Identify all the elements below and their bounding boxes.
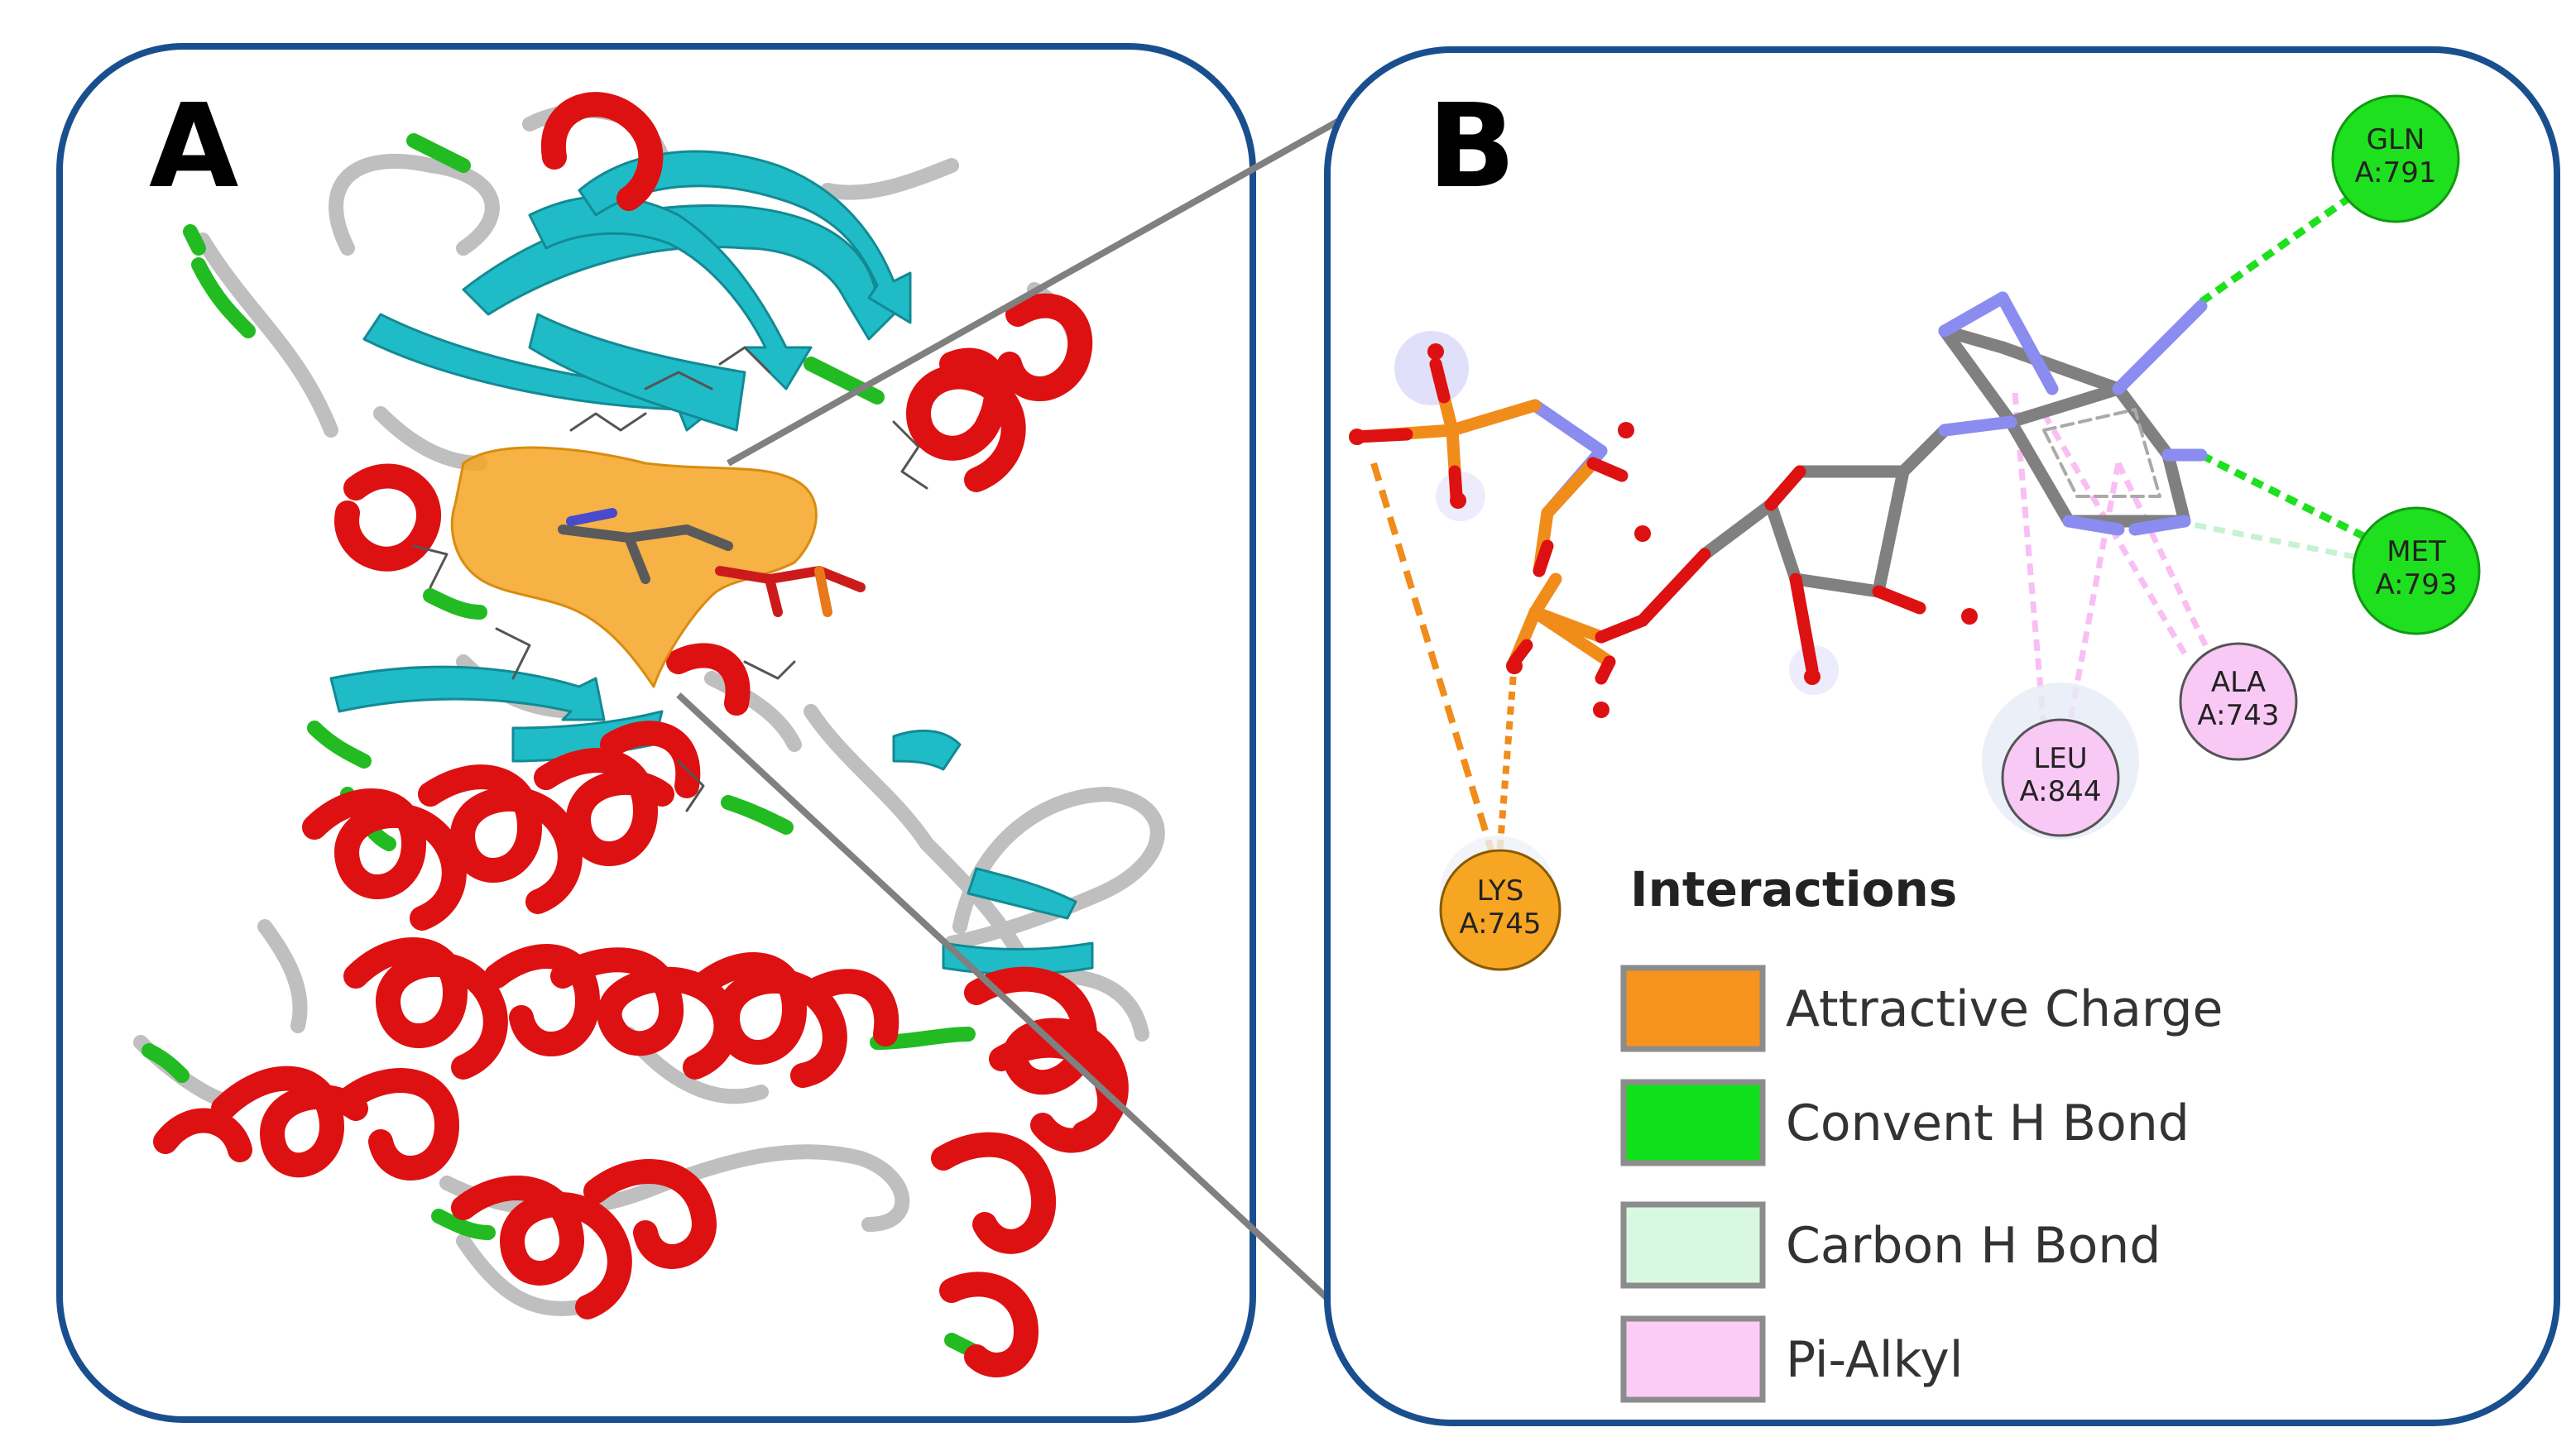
aromatic-ring-marker [2042,408,2161,498]
panel-a-letter: A [149,79,238,214]
zoom-connector-lines [676,79,1408,1359]
connector-line-upper [727,79,1408,467]
pi-alkyl-line-ala-2 [2115,462,2213,655]
residue-lys745: LYS A:745 [1439,849,1561,971]
legend-item-attractive-charge: Attractive Charge [1620,965,2223,1052]
residue-name: GLN [2367,123,2425,156]
protein-ribbon [133,92,1165,1377]
helix-segments [153,92,1129,1377]
legend-label: Attractive Charge [1786,980,2223,1038]
hbond-line-met793 [2199,451,2386,550]
residue-ala743: ALA A:743 [2179,642,2298,761]
legend-swatch [1620,1079,1766,1166]
sheet-segments [329,150,1094,975]
pi-alkyl-line-leu-2 [2065,462,2122,729]
residue-position: A:745 [1459,908,1541,941]
residue-bubble [2331,94,2460,223]
ligand-structure [1349,291,2208,718]
residue-gln791: GLN A:791 [2331,94,2460,223]
legend-label: Pi-Alkyl [1786,1331,1963,1389]
residue-position: A:793 [2375,568,2457,601]
residue-bubble [2352,506,2481,635]
connector-line-lower [676,692,1393,1359]
hbond-line-gln791 [2199,185,2365,305]
residue-bubble [2001,718,2120,837]
panel-b-letter: B [1427,79,1516,214]
pocket-ligand-sticks [558,508,866,617]
legend-label: Convent H Bond [1786,1094,2190,1152]
binding-pocket-surface [450,446,818,688]
residue-name: LEU [2033,742,2087,775]
carbon-hbond-line [2175,518,2384,566]
residue-name: MET [2387,535,2446,568]
residue-name: LYS [1477,874,1524,908]
legend-label: Carbon H Bond [1786,1217,2161,1275]
residue-leu844: LEU A:844 [2001,718,2120,837]
legend-title: Interactions [1630,861,1957,917]
legend-item-carbon-h-bond: Carbon H Bond [1620,1201,2161,1289]
legend-swatch [1620,965,1766,1052]
legend-swatch [1620,1201,1766,1289]
residue-met793: MET A:793 [2352,506,2481,635]
residue-name: ALA [2211,666,2266,699]
residue-bubble [2179,642,2298,761]
sidechain-wires [412,346,928,812]
residue-bubble [1439,849,1561,971]
legend-swatch [1620,1315,1766,1403]
panel-a: A [56,43,1256,1423]
legend-item-pi-alkyl: Pi-Alkyl [1620,1315,1963,1403]
ligand-oxygen-bonds [1350,357,1926,685]
panel-b: B [1324,46,2560,1426]
legend-item-convent-h-bond: Convent H Bond [1620,1079,2190,1166]
residue-position: A:743 [2197,699,2279,732]
residue-position: A:791 [2354,156,2436,189]
residue-position: A:844 [2019,775,2101,808]
interactions-legend: Interactions Attractive Charge Convent H… [1620,861,2223,1403]
attractive-charge-line-1 [1370,462,1508,895]
oxygen-atoms [1349,343,1978,718]
